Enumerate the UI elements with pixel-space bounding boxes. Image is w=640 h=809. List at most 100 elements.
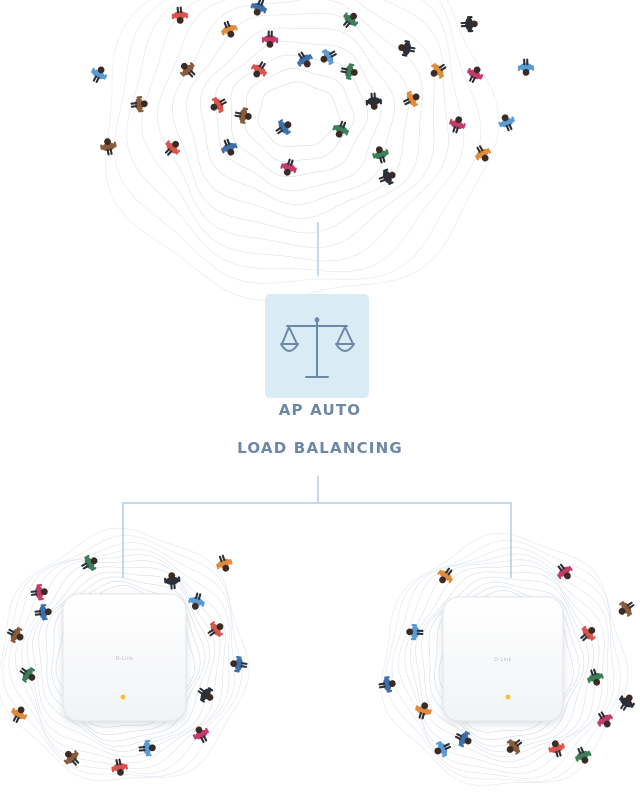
person-icon: [19, 667, 36, 683]
signal-ring: [421, 576, 589, 752]
person-icon: [11, 706, 28, 723]
signal-rings-top: [105, 0, 499, 301]
person-icon: [398, 40, 416, 57]
person-icon: [234, 107, 252, 124]
person-icon: [7, 627, 24, 644]
person-icon: [280, 158, 297, 176]
person-icon: [320, 49, 337, 66]
person-icon: [618, 601, 635, 617]
balancer-icon-tile: [265, 294, 369, 398]
signal-ring: [398, 553, 609, 775]
signal-ring: [415, 571, 595, 757]
person-icon: [230, 656, 248, 673]
person-icon: [449, 116, 466, 134]
person-icon: [261, 30, 279, 48]
person-icon: [498, 114, 515, 132]
signal-ring: [15, 548, 230, 770]
signal-ring: [428, 581, 585, 747]
person-icon: [163, 572, 181, 590]
signal-ring: [26, 560, 221, 758]
signal-ring: [385, 539, 621, 782]
signal-rings-left: [0, 527, 250, 781]
signal-ring: [0, 527, 250, 781]
person-icon: [340, 63, 358, 80]
person-icon: [517, 58, 535, 76]
person-icon: [406, 623, 424, 641]
person-icon: [130, 95, 148, 113]
person-icon: [100, 138, 117, 156]
person-icon: [460, 15, 478, 33]
signal-ring: [200, 27, 396, 205]
person-icon: [430, 63, 447, 79]
person-icon: [210, 97, 227, 114]
person-icon: [111, 758, 128, 776]
signal-ring: [2, 534, 242, 777]
person-icon: [250, 0, 267, 16]
signal-ring: [113, 0, 482, 284]
person-icon: [171, 6, 189, 24]
person-icon: [557, 563, 573, 580]
person-icon: [275, 119, 292, 135]
person-icon: [297, 51, 313, 68]
person-icon: [415, 702, 432, 720]
signal-ring: [141, 0, 449, 262]
person-icon: [467, 66, 484, 84]
connector-split: [122, 502, 512, 578]
person-icon: [548, 740, 565, 758]
signal-ring: [156, 0, 435, 248]
person-icon: [378, 168, 396, 185]
person-icon: [597, 711, 613, 728]
connector-lines: [122, 222, 512, 578]
signal-ring: [172, 0, 423, 234]
right-crowd-zone: D-Link: [378, 532, 635, 786]
person-icon: [30, 583, 48, 601]
signal-ring: [257, 81, 340, 147]
top-crowd: [91, 0, 535, 185]
person-icon: [475, 145, 492, 162]
left-crowd: [7, 554, 248, 776]
access-point-right: D-Link: [442, 596, 564, 722]
person-icon: [454, 731, 472, 748]
signal-ring: [105, 0, 499, 301]
person-icon: [81, 554, 98, 571]
person-icon: [164, 140, 181, 156]
person-icon: [197, 687, 214, 703]
person-icon: [221, 20, 238, 38]
person-icon: [506, 739, 523, 755]
person-icon: [365, 92, 383, 110]
person-icon: [343, 12, 359, 28]
left-crowd-zone: D-Link: [0, 527, 250, 781]
ap-brand-label: D-Link: [494, 657, 512, 663]
signal-ring: [126, 0, 465, 273]
signal-ring: [214, 41, 382, 192]
person-icon: [34, 603, 52, 621]
signal-ring: [8, 542, 236, 774]
person-icon: [378, 676, 396, 693]
right-crowd: [378, 563, 635, 764]
signal-ring: [186, 12, 410, 219]
top-crowd-zone: [91, 0, 535, 301]
person-icon: [63, 750, 80, 766]
person-icon: [403, 90, 420, 107]
feature-title-line-2: LOAD BALANCING: [237, 439, 403, 457]
person-icon: [587, 668, 604, 686]
signal-ring: [409, 565, 600, 763]
ap-brand-label: D-Link: [116, 656, 134, 662]
status-led: [120, 694, 126, 700]
person-icon: [575, 746, 592, 764]
status-led: [505, 694, 511, 700]
person-icon: [221, 138, 238, 156]
person-icon: [207, 621, 224, 637]
person-icon: [188, 592, 205, 610]
person-icon: [372, 146, 389, 164]
balance-scale-icon: [280, 317, 355, 378]
person-icon: [91, 66, 108, 83]
signal-ring: [381, 532, 629, 786]
person-icon: [138, 739, 156, 757]
signal-ring: [45, 576, 206, 742]
access-point-left: D-Link: [62, 593, 187, 722]
person-icon: [180, 62, 196, 78]
person-icon: [580, 625, 596, 642]
feature-title-line-1: AP AUTO: [278, 401, 362, 419]
